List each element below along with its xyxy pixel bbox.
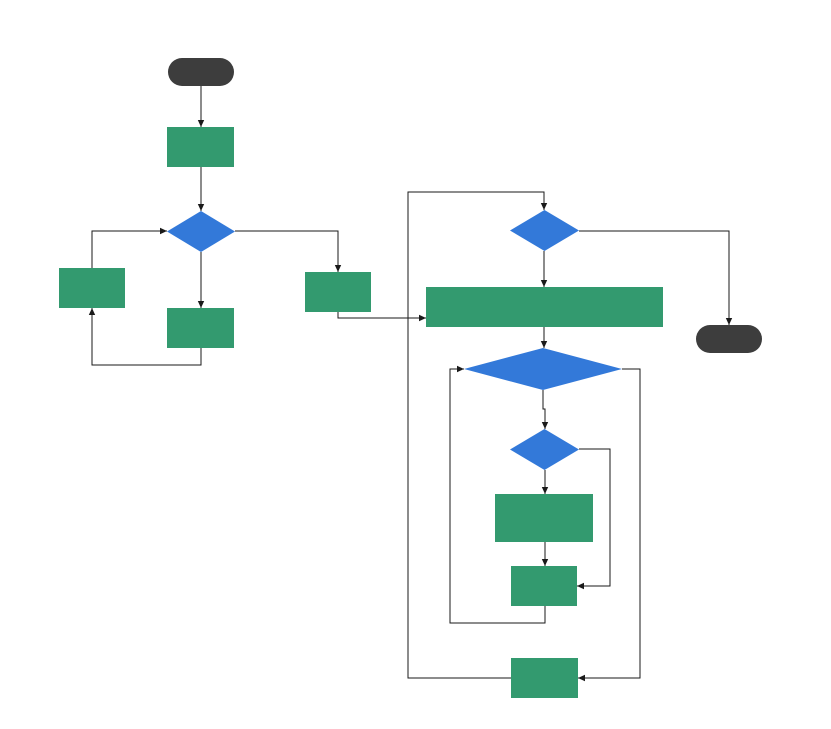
node-process-wide[interactable] [426, 287, 663, 327]
node-process-inner-2[interactable] [511, 566, 577, 606]
process-shape [59, 268, 125, 308]
process-shape [167, 308, 234, 348]
node-process-left[interactable] [59, 268, 125, 308]
process-shape [495, 494, 593, 542]
node-process-inner-1[interactable] [495, 494, 593, 542]
node-end[interactable] [696, 325, 762, 353]
edge-decision-inner-to-process-inner-2 [577, 448, 611, 590]
edge-decision-top-to-end [579, 230, 733, 325]
process-shape [511, 566, 577, 606]
flowchart-edges [88, 86, 733, 682]
decision-shape [464, 348, 622, 390]
node-decision-top[interactable] [510, 210, 579, 251]
edge-process-below-to-process-left [88, 308, 202, 366]
node-decision-1[interactable] [167, 211, 235, 252]
node-start[interactable] [168, 58, 234, 86]
terminal-shape [168, 58, 234, 86]
edge-decision-wide-to-process-bottom [578, 368, 641, 682]
process-shape [167, 127, 234, 167]
node-process-right[interactable] [305, 272, 371, 312]
edge-decision-wide-to-decision-inner [541, 390, 549, 429]
process-shape [305, 272, 371, 312]
edge-decision-1-to-process-right [235, 230, 342, 272]
edge-process-inner-2-to-decision-wide [449, 365, 546, 624]
edge-process-bottom-to-decision-top [407, 191, 548, 679]
decision-shape [167, 211, 235, 252]
node-process-below[interactable] [167, 308, 234, 348]
process-shape [426, 287, 663, 327]
edge-process-left-to-decision-1 [91, 227, 167, 268]
edge-process-right-to-process-wide [337, 312, 426, 322]
node-process-1[interactable] [167, 127, 234, 167]
node-decision-inner[interactable] [510, 429, 579, 470]
flowchart-nodes [59, 58, 762, 698]
decision-shape [510, 210, 579, 251]
decision-shape [510, 429, 579, 470]
node-decision-wide[interactable] [464, 348, 622, 390]
process-shape [511, 658, 578, 698]
terminal-shape [696, 325, 762, 353]
node-process-bottom[interactable] [511, 658, 578, 698]
